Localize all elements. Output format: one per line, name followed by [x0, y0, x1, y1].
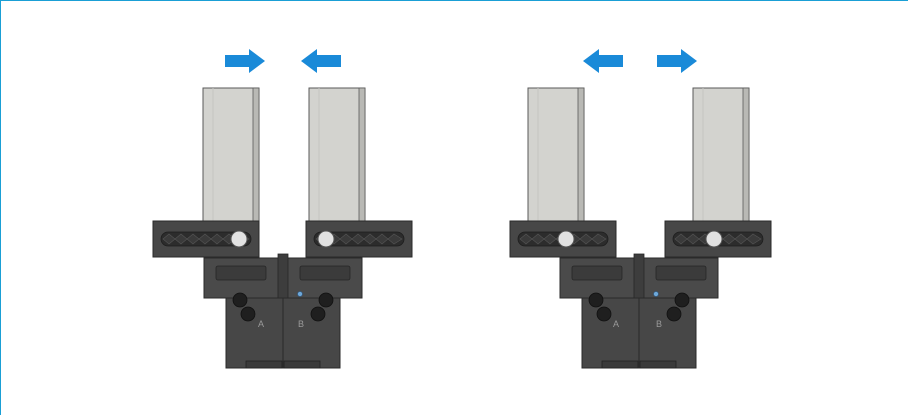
gripper-body [203, 253, 363, 369]
left-jaw [202, 87, 260, 223]
panel-closing: A B [152, 49, 413, 369]
arrow-left-icon [583, 49, 623, 73]
arrow-right-icon [225, 49, 265, 73]
left-jaw [527, 87, 585, 223]
left-pin [230, 230, 248, 248]
arrow-right-icon [657, 49, 697, 73]
gripper-body [559, 253, 719, 369]
port-label-b: B [656, 319, 662, 329]
right-jaw [308, 87, 366, 223]
arrow-left-icon [301, 49, 341, 73]
port-label-b: B [298, 319, 304, 329]
port-label-a: A [613, 319, 619, 329]
right-jaw [692, 87, 750, 223]
port-label-a: A [258, 319, 264, 329]
panel-opening: A B [509, 49, 772, 369]
left-pin [557, 230, 575, 248]
right-pin [317, 230, 335, 248]
right-pin [705, 230, 723, 248]
